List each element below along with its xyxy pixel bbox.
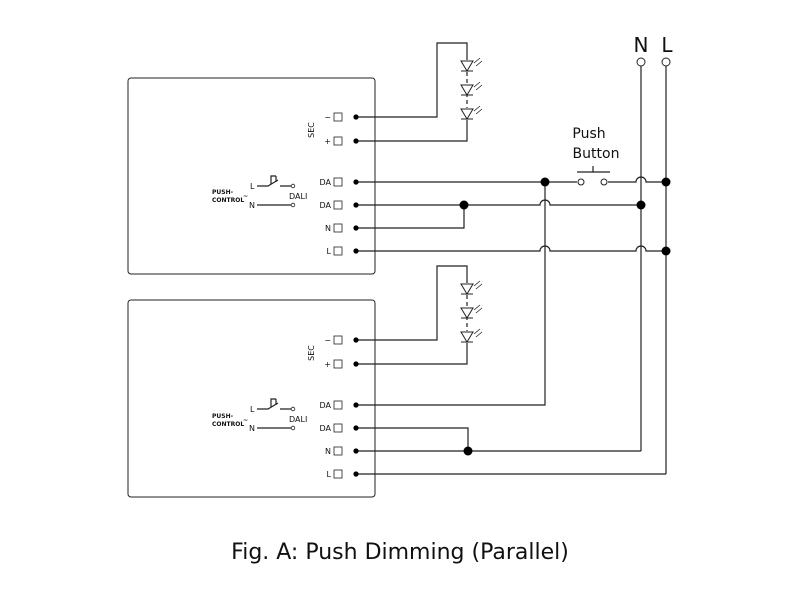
driver-1-terminals: − + DA DA N L SEC bbox=[307, 112, 343, 256]
terminal-label: + bbox=[324, 137, 331, 146]
driver-1-push-control: PUSH- CONTROL ~ L N DALI bbox=[212, 175, 307, 210]
driver-2-terminals: − + DA DA N L SEC bbox=[307, 335, 343, 479]
led-icon bbox=[460, 57, 483, 72]
svg-text:N: N bbox=[249, 201, 255, 210]
mains-l-label: L bbox=[661, 33, 673, 57]
svg-text:DALI: DALI bbox=[289, 192, 307, 201]
terminal-label: DA bbox=[320, 424, 332, 433]
svg-text:L: L bbox=[250, 405, 255, 414]
svg-text:~: ~ bbox=[243, 417, 248, 424]
svg-text:N: N bbox=[249, 424, 255, 433]
terminal-label: − bbox=[324, 113, 331, 122]
terminal-label: + bbox=[324, 360, 331, 369]
push-button-label-1: Push bbox=[572, 126, 605, 142]
terminal-label: L bbox=[327, 247, 332, 256]
l-terminal-icon bbox=[661, 57, 671, 67]
wires bbox=[356, 176, 666, 475]
led-icon bbox=[460, 105, 483, 120]
svg-text:CONTROL: CONTROL bbox=[212, 197, 244, 204]
terminal-label: N bbox=[325, 447, 331, 456]
n-terminal-icon bbox=[636, 57, 646, 67]
svg-text:CONTROL: CONTROL bbox=[212, 421, 244, 428]
led-string-1 bbox=[356, 42, 483, 142]
mains-n-label: N bbox=[634, 33, 649, 57]
terminal-label: − bbox=[324, 336, 331, 345]
driver-2-push-control: PUSH- CONTROL ~ L N DALI bbox=[212, 398, 307, 433]
figure-caption: Fig. A: Push Dimming (Parallel) bbox=[231, 540, 569, 565]
led-icon bbox=[460, 81, 483, 96]
terminal-label: L bbox=[327, 470, 332, 479]
svg-text:~: ~ bbox=[243, 193, 248, 200]
svg-text:PUSH-: PUSH- bbox=[212, 189, 234, 196]
led-icon bbox=[460, 280, 483, 295]
driver-1-box bbox=[127, 77, 376, 275]
led-icon bbox=[460, 328, 483, 343]
sec-label: SEC bbox=[307, 345, 316, 361]
terminal-label: DA bbox=[320, 401, 332, 410]
terminal-label: DA bbox=[320, 201, 332, 210]
junction-dots bbox=[353, 114, 671, 477]
led-string-2 bbox=[356, 265, 483, 365]
terminal-label: DA bbox=[320, 178, 332, 187]
led-icon bbox=[460, 304, 483, 319]
driver-2-box bbox=[127, 299, 376, 498]
push-button-label-2: Button bbox=[573, 146, 620, 162]
terminal-label: N bbox=[325, 224, 331, 233]
svg-text:L: L bbox=[250, 182, 255, 191]
sec-label: SEC bbox=[307, 122, 316, 138]
push-button-symbol: Push Button bbox=[572, 126, 620, 186]
svg-text:DALI: DALI bbox=[289, 415, 307, 424]
svg-text:PUSH-: PUSH- bbox=[212, 413, 234, 420]
